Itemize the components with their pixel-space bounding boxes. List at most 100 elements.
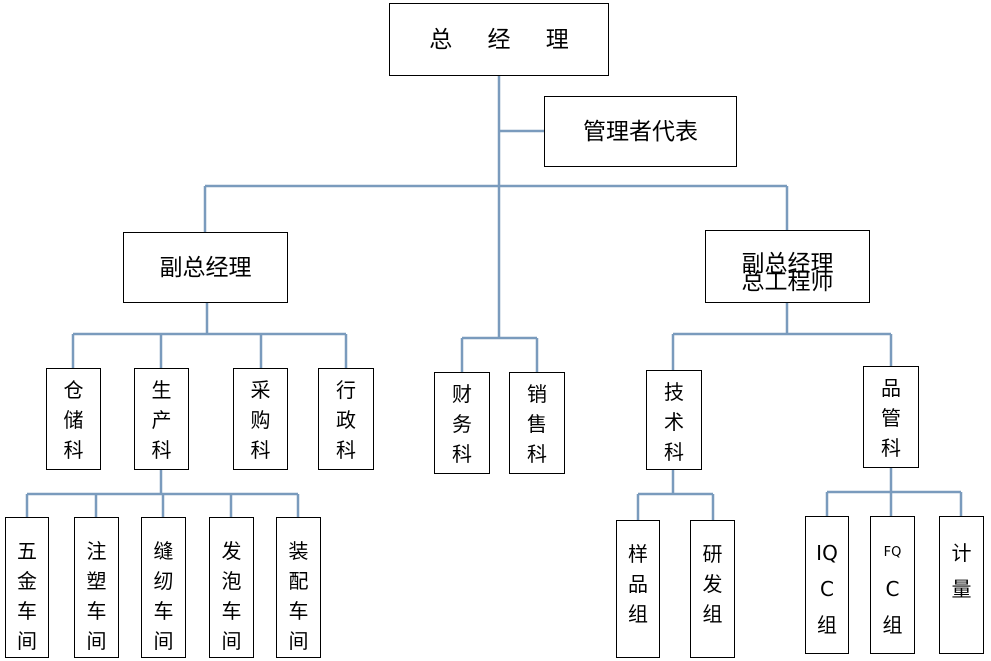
label-char: 装	[288, 539, 309, 563]
node-label: 总 经 理	[429, 26, 583, 53]
node-label: 发泡车间	[210, 536, 253, 656]
label-char: 行	[336, 378, 356, 402]
dept-finance: 财务科	[434, 372, 490, 474]
label-char: 管	[881, 406, 901, 430]
dept-sales: 销售科	[509, 372, 565, 474]
node-label: 采购科	[234, 375, 287, 465]
workshop-injection: 注塑车间	[74, 517, 119, 658]
workshop-hardware: 五金车间	[5, 517, 49, 658]
node-label: 品管科	[864, 373, 918, 463]
label-char: 车	[86, 599, 107, 623]
label-char: 发	[702, 572, 723, 596]
label-char: 纫	[153, 569, 174, 593]
label-char: 车	[153, 599, 174, 623]
label-char: 样	[628, 542, 648, 566]
label-char: 泡	[221, 569, 242, 593]
label-char: 计	[951, 541, 972, 565]
label-char: 科	[63, 438, 84, 462]
label-char: 科	[452, 442, 472, 466]
node-label-line2: 总工程师	[741, 269, 834, 295]
label-char: 科	[664, 440, 684, 464]
label-char: 销	[527, 382, 547, 406]
label-char: 注	[86, 539, 107, 563]
label-char: 采	[250, 378, 271, 402]
group-rnd: 研发组	[690, 520, 735, 658]
label-char: 塑	[86, 569, 107, 593]
node-label: 行政科	[319, 375, 373, 465]
label-char: 间	[288, 629, 309, 653]
workshop-foaming: 发泡车间	[209, 517, 254, 658]
label-char: 组	[817, 613, 837, 637]
dept-warehouse: 仓储科	[46, 368, 101, 470]
label-char: 研	[702, 542, 723, 566]
dept-administration: 行政科	[318, 368, 374, 470]
label-char: 科	[250, 438, 271, 462]
label-char: 发	[221, 539, 242, 563]
dept-production: 生产科	[134, 368, 189, 470]
label-char: 组	[882, 613, 903, 637]
label-char: 生	[151, 378, 172, 402]
label-char: 务	[452, 412, 472, 436]
node-label-line1: 副总经理	[741, 251, 834, 277]
label-char: 组	[702, 602, 723, 626]
node-label: 副总经理	[159, 254, 252, 281]
label-char: 品	[628, 572, 648, 596]
node-label: 销售科	[510, 379, 564, 469]
node-label: 研发组	[691, 539, 734, 629]
label-char: 术	[664, 410, 684, 434]
label-char: 量	[951, 577, 972, 601]
node-label-line2: 总工程师	[706, 269, 869, 295]
label-char: 间	[153, 629, 174, 653]
label-char: FQ	[883, 545, 902, 560]
node-label: 仓储科	[47, 375, 100, 465]
label-char: 科	[881, 436, 901, 460]
dept-purchasing: 采购科	[233, 368, 288, 470]
node-label: 缝纫车间	[142, 536, 185, 656]
label-char: C	[820, 577, 834, 601]
label-char: 组	[628, 602, 648, 626]
node-label: 样品组	[617, 539, 659, 629]
label-char: 储	[63, 408, 84, 432]
node-deputy-gm-chief-engineer: 副总经理 总工程师	[705, 230, 870, 303]
label-char: 配	[288, 569, 309, 593]
label-char: 购	[250, 408, 271, 432]
label-char: 车	[288, 599, 309, 623]
node-label: 生产科	[135, 375, 188, 465]
dept-technology: 技术科	[646, 370, 702, 470]
label-char: IQ	[816, 541, 838, 565]
node-label: 财务科	[435, 379, 489, 469]
label-char: 车	[221, 599, 242, 623]
group-sample: 样品组	[616, 520, 660, 658]
label-char: 间	[17, 629, 37, 653]
node-label: 装配车间	[277, 536, 320, 656]
label-char: 金	[17, 569, 37, 593]
label-char: 五	[17, 539, 37, 563]
label-char: 科	[151, 438, 172, 462]
group-metrology: 计量	[939, 516, 984, 654]
node-label-line1: 副总经理	[706, 250, 869, 278]
node-deputy-gm: 副总经理	[123, 232, 288, 303]
label-char: C	[885, 577, 900, 601]
label-char: 科	[527, 442, 547, 466]
node-label: 管理者代表	[583, 118, 698, 145]
label-char: 售	[527, 412, 547, 436]
label-char: 科	[336, 438, 356, 462]
label-char: 技	[664, 380, 684, 404]
node-label: 五金车间	[6, 536, 48, 656]
workshop-assembly: 装配车间	[276, 517, 321, 658]
node-label: 技术科	[647, 377, 701, 467]
node-label: 注塑车间	[75, 536, 118, 656]
node-label: 计量	[940, 535, 983, 607]
label-char: 间	[221, 629, 242, 653]
label-char: 仓	[63, 378, 84, 402]
workshop-sewing: 缝纫车间	[141, 517, 186, 658]
label-char: 间	[86, 629, 107, 653]
label-char: 缝	[153, 539, 174, 563]
label-char: 财	[452, 382, 472, 406]
dept-quality: 品管科	[863, 366, 919, 468]
